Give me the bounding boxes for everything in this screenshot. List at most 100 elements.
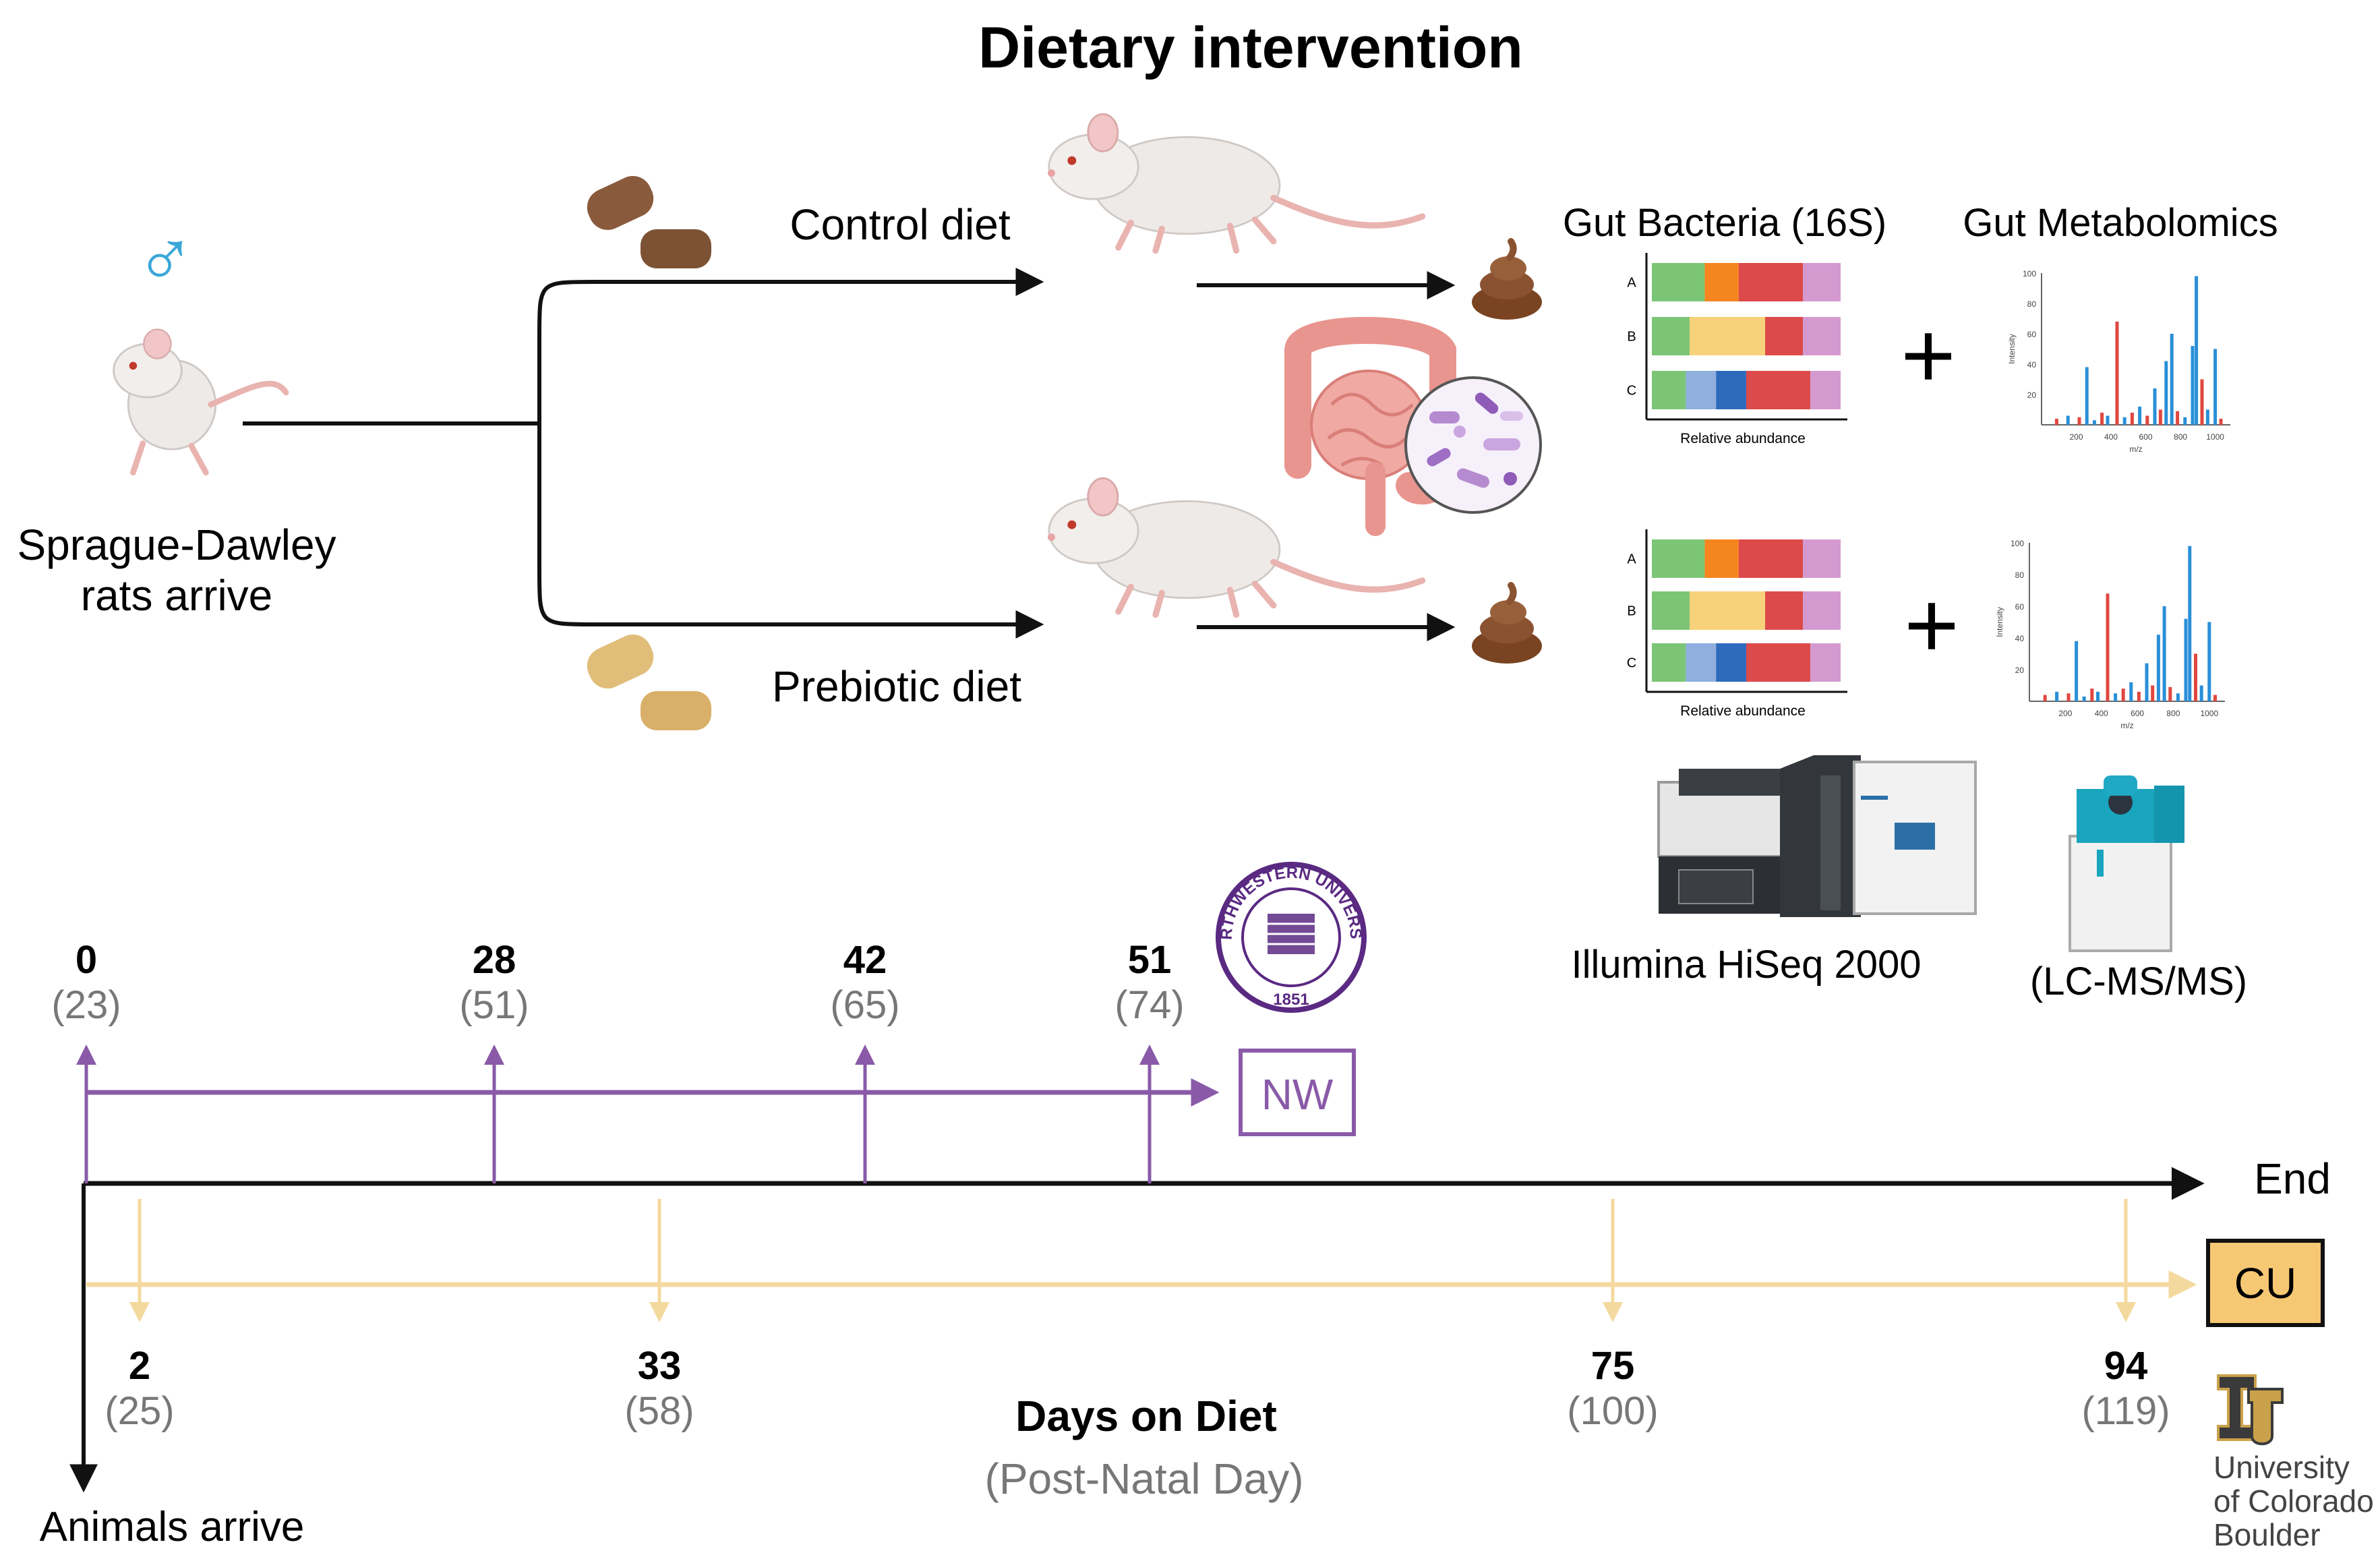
bar-segment [1686, 643, 1717, 682]
relative-abundance-chart-prebiotic: A B C Relative abundance [1627, 529, 1847, 719]
cu-timepoint-day: 2 [129, 1344, 150, 1388]
bar-segment [1652, 643, 1686, 682]
bar-segment [1716, 371, 1746, 409]
prebiotic-diet-label: Prebiotic diet [772, 662, 1021, 711]
spectrum-x-tick: 800 [2174, 432, 2187, 442]
bar-row-label: B [1627, 330, 1636, 345]
cu-timepoint-day: 75 [1591, 1344, 1635, 1388]
spectrum-y-tick: 100 [2011, 539, 2024, 548]
spectrum-y-tick: 40 [2015, 634, 2025, 643]
bar-segment [1652, 317, 1690, 355]
spectrum-y-tick: 100 [2023, 269, 2036, 278]
prebiotic-diet-pellets-icon [587, 634, 711, 730]
cu-timepoint-pnd: (100) [1567, 1389, 1658, 1433]
bar-segment [1704, 263, 1739, 301]
nw-timepoint-day: 28 [473, 938, 516, 982]
nw-site-label: NW [1261, 1070, 1334, 1119]
nw-timepoint-pnd: (74) [1114, 983, 1184, 1027]
bar-segment [1738, 263, 1803, 301]
bar-row-label: A [1627, 552, 1636, 567]
spectrum-x-label: m/z [2120, 721, 2133, 730]
illumina-sequencer-icon [1657, 755, 1977, 917]
bar-segment [1810, 643, 1841, 682]
spectrum-x-tick: 400 [2095, 709, 2108, 718]
cu-site-label: CU [2234, 1259, 2296, 1308]
nw-timepoint-pnd: (23) [51, 983, 121, 1027]
nw-timepoints: 0(23)28(51)42(65)51(74) [51, 938, 1185, 1183]
spectrum-y-tick: 60 [2027, 330, 2037, 339]
bar-segment [1738, 539, 1803, 578]
bar-row-label: C [1627, 656, 1636, 671]
spectrum-x-tick: 600 [2139, 432, 2153, 442]
spectrum-x-tick: 800 [2166, 709, 2180, 718]
subjects-label-line1: Sprague-Dawley [17, 521, 336, 569]
cu-timepoint-pnd: (25) [105, 1389, 174, 1433]
spectrum-y-label: Intensity [1995, 607, 2004, 637]
bar-chart-x-label: Relative abundance [1680, 703, 1806, 719]
gut-bacteria-title: Gut Bacteria (16S) [1563, 201, 1886, 245]
nw-site-box [1239, 1049, 1356, 1136]
bar-segment [1803, 317, 1841, 355]
plus-sign-prebiotic: + [1904, 572, 1959, 678]
spectrum-x-tick: 200 [2070, 432, 2083, 442]
nw-timepoint-day: 42 [843, 938, 887, 982]
spectrum-x-tick: 1000 [2206, 432, 2224, 442]
lc-msms-instrument-icon [2069, 775, 2184, 952]
cu-boulder-logo-icon [2217, 1374, 2284, 1446]
arrival-rat-icon [113, 328, 289, 476]
cu-logo-line1: University [2213, 1450, 2350, 1485]
cu-timepoints: 2(25)33(58)75(100)94(119) [105, 1199, 2170, 1433]
spectrum-y-tick: 20 [2027, 390, 2037, 400]
spectrum-x-tick: 600 [2131, 709, 2144, 718]
nw-timepoint-pnd: (65) [830, 983, 899, 1027]
bar-segment [1746, 371, 1811, 409]
subjects-label-line2: rats arrive [81, 571, 273, 620]
bar-row-label: C [1627, 384, 1636, 399]
sequencer-label: Illumina HiSeq 2000 [1571, 943, 1921, 987]
nw-timepoint-pnd: (51) [459, 983, 529, 1027]
spectrum-y-tick: 80 [2027, 299, 2037, 309]
control-diet-pellets-icon [587, 175, 711, 268]
spectrum-x-tick: 400 [2104, 432, 2118, 442]
bar-segment [1690, 591, 1765, 630]
cu-timepoint-pnd: (58) [624, 1389, 694, 1433]
bar-segment [1652, 539, 1705, 578]
bar-segment [1704, 539, 1739, 578]
bar-segment [1686, 371, 1717, 409]
diet-split-lines [243, 268, 1044, 639]
bar-segment [1803, 263, 1841, 301]
days-on-diet-label: Days on Diet [1015, 1392, 1277, 1440]
spectrum-y-tick: 40 [2027, 360, 2037, 370]
spectrum-y-tick: 60 [2015, 602, 2025, 612]
bar-segment [1716, 643, 1746, 682]
control-rat-icon [1048, 114, 1423, 250]
cu-logo-line2: of Colorado [2213, 1483, 2374, 1519]
bar-row-label: B [1627, 604, 1636, 619]
cu-site-box [2206, 1239, 2325, 1327]
bar-segment [1652, 591, 1690, 630]
cu-timepoint-day: 94 [2104, 1344, 2148, 1388]
spectrum-y-tick: 80 [2015, 570, 2025, 580]
bar-segment [1746, 643, 1811, 682]
nw-timepoint-day: 51 [1128, 938, 1172, 982]
spectrum-y-label: Intensity [2007, 334, 2017, 364]
bar-segment [1765, 317, 1803, 355]
svg-text:1851: 1851 [1273, 991, 1309, 1009]
gut-bacteria-magnified-icon [1404, 376, 1542, 514]
bar-chart-x-label: Relative abundance [1680, 431, 1806, 446]
spectrum-x-tick: 200 [2058, 709, 2072, 718]
diagram-title: Dietary intervention [978, 16, 1523, 80]
bar-segment [1765, 591, 1803, 630]
bar-segment [1652, 371, 1686, 409]
bar-segment [1690, 317, 1765, 355]
plus-sign-control: + [1901, 302, 1956, 408]
gut-metabolomics-title: Gut Metabolomics [1963, 201, 2278, 245]
bar-segment [1652, 263, 1705, 301]
animals-arrive-label: Animals arrive [40, 1504, 305, 1550]
cu-logo-line3: Boulder [2213, 1517, 2321, 1552]
end-label: End [2254, 1154, 2331, 1203]
spectrum-y-tick: 20 [2015, 666, 2025, 675]
